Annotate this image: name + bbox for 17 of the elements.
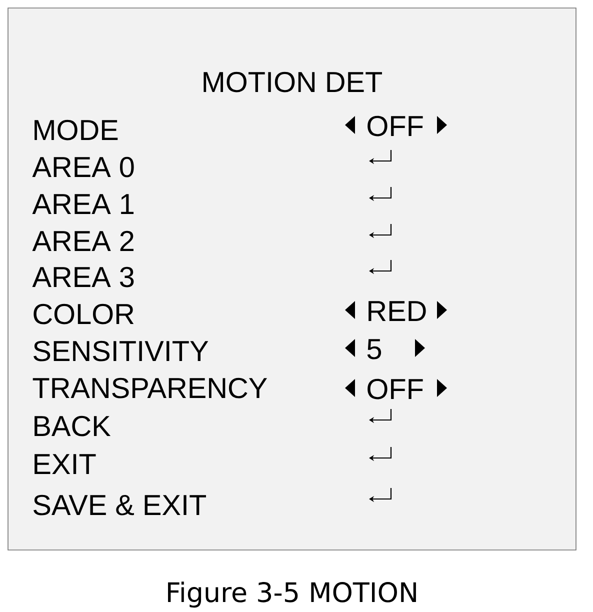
menu-item: TRANSPARENCY: [32, 378, 267, 398]
menu-title: MOTION DET: [204, 72, 382, 92]
menu-item: SENSITIVITY: [34, 340, 208, 362]
menu-item: BACK: [34, 416, 111, 436]
menu-item: MODE: [34, 120, 118, 140]
figure-caption: Figure 3-5 MOTION: [168, 582, 416, 608]
menu-value: OFF: [368, 116, 423, 136]
menu-item: SAVE & EXIT: [34, 494, 206, 516]
menu-item: AREA 1: [32, 194, 134, 214]
menu-item: COLOR: [34, 304, 134, 324]
menu-value: RED: [368, 301, 426, 321]
menu-item: AREA 0: [32, 156, 134, 178]
menu-item: AREA 2: [32, 230, 134, 251]
menu-item: AREA 3: [32, 266, 134, 288]
menu-item: EXIT: [34, 454, 96, 474]
menu-value: OFF: [368, 378, 423, 400]
menu-value: 5: [367, 339, 382, 360]
